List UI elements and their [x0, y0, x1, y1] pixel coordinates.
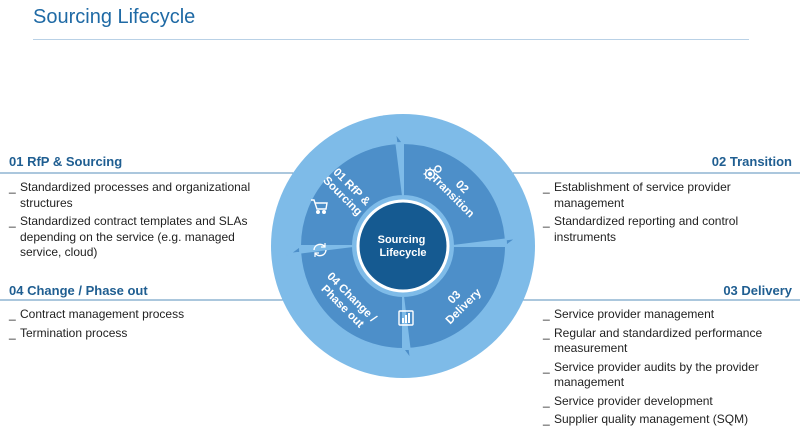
- bullet-item: _ Standardized reporting and control inst…: [543, 214, 773, 245]
- bullet-marker: _: [543, 307, 550, 321]
- bullet-text: Standardized processes and organizationa…: [20, 180, 251, 210]
- bullet-marker: _: [9, 214, 16, 228]
- bullet-item: _ Regular and standardized performance me…: [543, 326, 783, 357]
- bullet-marker: _: [543, 393, 550, 408]
- heading-transition: 02 Transition: [711, 154, 792, 169]
- bullet-text: Supplier quality management (SQM): [554, 412, 749, 426]
- bullet-item: _ Service provider development: [543, 394, 783, 410]
- bullet-item: _ Termination process: [9, 326, 259, 342]
- list-transition: _ Establishment of service provider manag…: [543, 180, 773, 248]
- bullet-item: _ Establishment of service provider manag…: [543, 180, 773, 211]
- heading-delivery: 03 Delivery: [723, 283, 792, 298]
- list-delivery: _ Service provider management _ Regular and…: [543, 307, 783, 431]
- bar-chart-icon: [398, 310, 414, 326]
- bullet-marker: _: [543, 214, 550, 228]
- bullet-marker: _: [9, 307, 16, 321]
- bullet-text: Standardized contract templates and SLAs…: [20, 214, 248, 259]
- bullet-text: Service provider audits by the provider …: [554, 359, 759, 390]
- bullet-item: _ Service provider management: [543, 307, 783, 323]
- bullet-item: _ Service provider audits by the provider…: [543, 360, 783, 391]
- page-title: Sourcing Lifecycle: [33, 6, 196, 28]
- lifecycle-segment: [285, 244, 404, 351]
- center-label-line-2: Lifecycle: [379, 247, 426, 259]
- bullet-marker: _: [543, 359, 550, 374]
- bullet-text: Service provider management: [554, 307, 715, 321]
- bullet-marker: _: [9, 325, 16, 340]
- heading-change-phase-out: 04 Change / Phase out: [9, 283, 148, 298]
- lifecycle-segment: [401, 245, 508, 364]
- list-rfp-sourcing: _ Standardized processes and organization…: [9, 180, 259, 264]
- center-label: Sourcing Lifecycle: [378, 234, 429, 259]
- cycle-arrows-icon: [313, 243, 327, 257]
- bullet-item: _ Standardized contract templates and SLA…: [9, 214, 259, 261]
- bullet-item: _ Supplier quality management (SQM): [543, 412, 783, 428]
- bullet-text: Termination process: [20, 325, 128, 340]
- list-change-phase-out: _ Contract management process _ Termination…: [9, 307, 259, 344]
- bullet-marker: _: [543, 180, 550, 194]
- bullet-item: _ Contract management process: [9, 307, 259, 323]
- bullet-text: Standardized reporting and control instr…: [554, 214, 739, 244]
- bullet-text: Service provider development: [554, 393, 713, 408]
- bullet-text: Establishment of service provider manage…: [554, 180, 731, 210]
- center-label-line-1: Sourcing: [378, 234, 426, 246]
- bullet-marker: _: [543, 412, 550, 426]
- title-divider: [33, 39, 749, 40]
- bullet-text: Contract management process: [20, 307, 185, 321]
- bullet-marker: _: [543, 325, 550, 340]
- gears-icon: [423, 165, 442, 181]
- bullet-text: Regular and standardized performance mea…: [554, 325, 763, 356]
- lifecycle-segment: [402, 141, 521, 248]
- lifecycle-segment: [298, 128, 405, 247]
- heading-rfp-sourcing: 01 RfP & Sourcing: [9, 154, 123, 169]
- bullet-marker: _: [9, 180, 16, 194]
- center-disc: [356, 199, 450, 293]
- bullet-item: _ Standardized processes and organization…: [9, 180, 259, 211]
- shopping-cart-icon: [311, 199, 328, 214]
